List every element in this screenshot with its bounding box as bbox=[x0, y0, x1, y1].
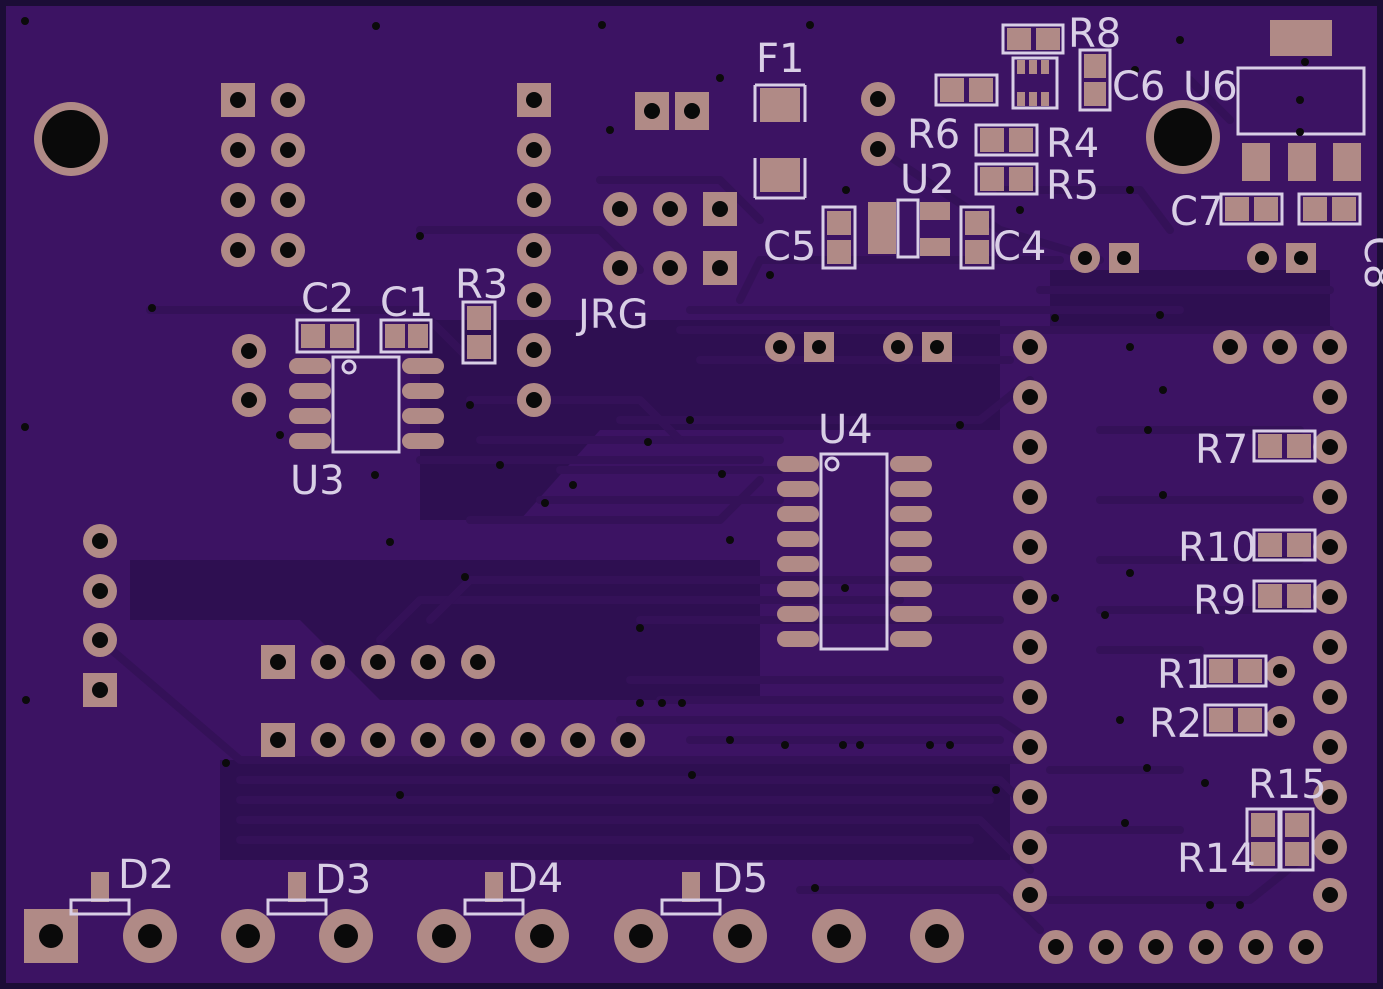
label-R15: R15 bbox=[1248, 762, 1327, 808]
label-D5: D5 bbox=[712, 856, 768, 902]
label-F1: F1 bbox=[756, 36, 804, 82]
label-C2: C2 bbox=[301, 276, 354, 322]
label-R10: R10 bbox=[1178, 525, 1257, 571]
label-C4: C4 bbox=[993, 224, 1046, 270]
label-R8: R8 bbox=[1068, 11, 1121, 57]
label-C6: C6 bbox=[1112, 64, 1165, 110]
label-C8: C8 bbox=[1355, 236, 1383, 289]
label-D4: D4 bbox=[507, 856, 563, 902]
vias bbox=[21, 17, 1309, 909]
label-JRG: JRG bbox=[575, 292, 649, 338]
label-U3: U3 bbox=[290, 458, 345, 504]
label-C7: C7 bbox=[1170, 189, 1223, 235]
silkscreen-outlines bbox=[69, 23, 1366, 916]
label-D3: D3 bbox=[315, 857, 371, 903]
silkscreen-labels: F1 R8 C6 U6 R6 R4 R5 U2 C7 C8 C5 C4 C2 C… bbox=[118, 11, 1383, 903]
label-C1: C1 bbox=[380, 280, 433, 326]
label-U6: U6 bbox=[1183, 64, 1238, 110]
label-U4: U4 bbox=[818, 407, 873, 453]
label-R7: R7 bbox=[1195, 427, 1248, 473]
label-R4: R4 bbox=[1046, 121, 1099, 167]
label-C5: C5 bbox=[763, 224, 816, 270]
label-R9: R9 bbox=[1193, 578, 1246, 624]
label-R3: R3 bbox=[455, 262, 508, 308]
mounting-holes bbox=[34, 100, 1220, 176]
drill-holes bbox=[39, 91, 1338, 955]
label-R2: R2 bbox=[1149, 701, 1202, 747]
label-D2: D2 bbox=[118, 852, 174, 898]
label-U2: U2 bbox=[900, 157, 955, 203]
label-R6: R6 bbox=[907, 112, 960, 158]
label-R5: R5 bbox=[1046, 163, 1099, 209]
smd-pads bbox=[91, 20, 1361, 902]
label-R1: R1 bbox=[1157, 652, 1210, 698]
label-R14: R14 bbox=[1177, 836, 1256, 882]
